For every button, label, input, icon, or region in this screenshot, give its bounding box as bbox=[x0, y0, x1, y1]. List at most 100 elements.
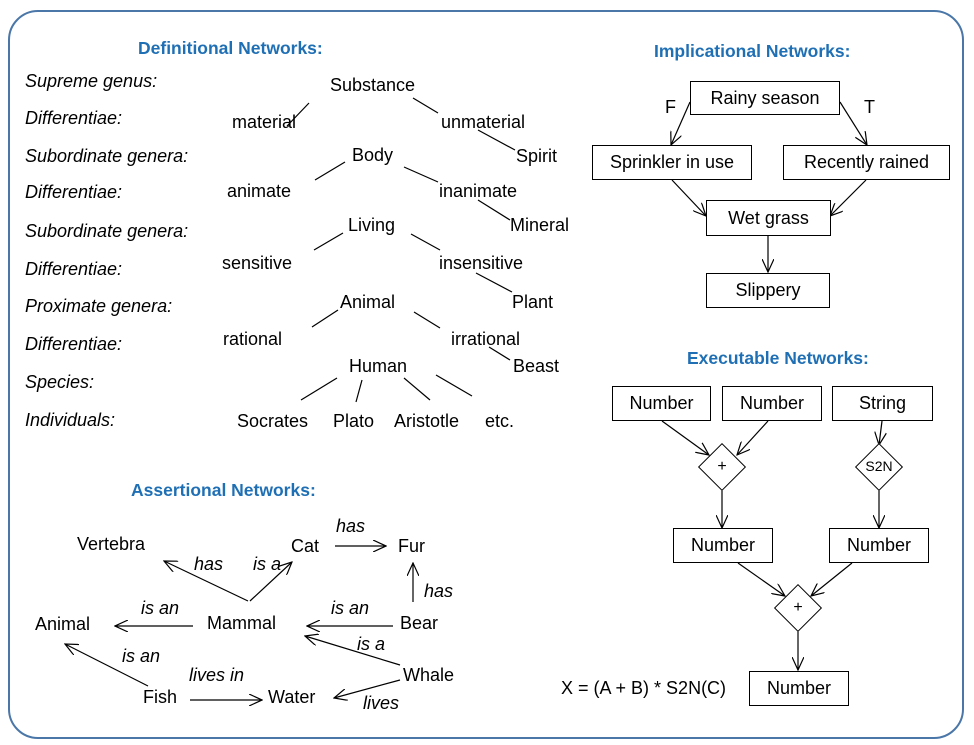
node-vertebra: Vertebra bbox=[77, 534, 146, 554]
edge-number4-plus2 bbox=[811, 562, 853, 596]
node-irrational: irrational bbox=[451, 329, 521, 349]
level-label: Subordinate genera: bbox=[25, 146, 189, 166]
node-unmaterial: unmaterial bbox=[441, 112, 526, 132]
node-living: Living bbox=[348, 215, 396, 235]
box-number-b: Number bbox=[722, 386, 822, 421]
edge-whale-water bbox=[334, 679, 401, 698]
definitional-heading: Definitional Networks: bbox=[138, 38, 323, 58]
edge-label: lives in bbox=[189, 665, 245, 685]
s2n-operator-label: S2N bbox=[865, 458, 893, 474]
box-string-c: String bbox=[832, 386, 933, 421]
plus-operator-label: + bbox=[717, 458, 727, 475]
level-label: Subordinate genera: bbox=[25, 221, 189, 241]
edge-substance-unmaterial bbox=[412, 97, 439, 114]
edge-label: has bbox=[336, 516, 366, 536]
edge-sprinkler-wet bbox=[671, 179, 706, 216]
edge-animal-rational bbox=[311, 309, 339, 328]
box-number-sum: Number bbox=[673, 528, 773, 563]
node-cat: Cat bbox=[291, 536, 320, 556]
edge-unmaterial-spirit bbox=[477, 129, 516, 151]
node-bear: Bear bbox=[400, 613, 439, 633]
box-number-converted: Number bbox=[829, 528, 929, 563]
box-wet-grass: Wet grass bbox=[706, 200, 831, 236]
node-sensitive: sensitive bbox=[222, 253, 293, 273]
edge-insensitive-plant bbox=[475, 272, 513, 293]
edge-label: is a bbox=[357, 634, 386, 654]
edge-whale-mammal bbox=[305, 636, 401, 666]
edge-living-sensitive bbox=[313, 232, 344, 251]
edge-body-inanimate bbox=[403, 166, 439, 183]
edge-inanimate-mineral bbox=[477, 199, 511, 221]
edge-body-animate bbox=[314, 161, 346, 181]
node-body: Body bbox=[352, 145, 394, 165]
node-mineral: Mineral bbox=[510, 215, 570, 235]
edge-number2-plus bbox=[737, 420, 769, 455]
node-plato: Plato bbox=[333, 411, 375, 431]
edge-animal-irrational bbox=[413, 311, 441, 329]
edge-mammal-vertebra bbox=[164, 561, 249, 602]
node-aristotle: Aristotle bbox=[394, 411, 460, 431]
label-true: T bbox=[864, 97, 875, 117]
level-label: Differentiae: bbox=[25, 182, 123, 202]
edge-label: has bbox=[194, 554, 224, 574]
edge-rainy-sprinkler bbox=[671, 101, 691, 145]
edge-mammal-cat bbox=[249, 562, 292, 602]
node-insensitive: insensitive bbox=[439, 253, 524, 273]
edge-human-plato bbox=[355, 379, 363, 403]
edge-label: is a bbox=[253, 554, 282, 574]
node-substance: Substance bbox=[330, 75, 416, 95]
edge-human-aristotle bbox=[403, 377, 431, 401]
level-label: Supreme genus: bbox=[25, 71, 158, 91]
node-fur: Fur bbox=[398, 536, 425, 556]
formula: X = (A + B) * S2N(C) bbox=[561, 678, 727, 698]
level-label: Differentiae: bbox=[25, 259, 123, 279]
node-beast: Beast bbox=[513, 356, 560, 376]
node-human: Human bbox=[349, 356, 408, 376]
box-recently-rained: Recently rained bbox=[783, 145, 950, 180]
edge-human-etc bbox=[435, 374, 473, 397]
edge-label: is an bbox=[141, 598, 180, 618]
edge-living-insensitive bbox=[410, 233, 441, 251]
edge-rainy-recently bbox=[839, 101, 867, 145]
node-material: material bbox=[232, 112, 297, 132]
node-animal: Animal bbox=[35, 614, 91, 634]
box-number-a: Number bbox=[612, 386, 711, 421]
level-label: Proximate genera: bbox=[25, 296, 173, 316]
box-rainy-season: Rainy season bbox=[690, 81, 840, 115]
node-spirit: Spirit bbox=[516, 146, 558, 166]
multiply-operator-label: + bbox=[793, 599, 803, 616]
implicational-heading: Implicational Networks: bbox=[654, 41, 851, 61]
box-sprinkler: Sprinkler in use bbox=[592, 145, 752, 180]
box-number-result: Number bbox=[749, 671, 849, 706]
level-label: Individuals: bbox=[25, 410, 116, 430]
node-rational: rational bbox=[223, 329, 283, 349]
edge-irrational-beast bbox=[488, 346, 511, 361]
node-whale: Whale bbox=[403, 665, 455, 685]
edge-substance-material bbox=[286, 102, 310, 127]
node-animal: Animal bbox=[340, 292, 396, 312]
node-water: Water bbox=[268, 687, 316, 707]
edge-human-socrates bbox=[300, 377, 338, 401]
node-animate: animate bbox=[227, 181, 292, 201]
node-mammal: Mammal bbox=[207, 613, 277, 633]
level-label: Differentiae: bbox=[25, 334, 123, 354]
edge-string-s2n bbox=[879, 420, 882, 445]
box-slippery: Slippery bbox=[706, 273, 830, 308]
node-etc: etc. bbox=[485, 411, 515, 431]
executable-heading: Executable Networks: bbox=[687, 348, 869, 368]
assertional-heading: Assertional Networks: bbox=[131, 480, 316, 500]
node-socrates: Socrates bbox=[237, 411, 309, 431]
node-plant: Plant bbox=[512, 292, 554, 312]
level-label: Species: bbox=[25, 372, 95, 392]
edge-recently-wet bbox=[830, 179, 867, 216]
edge-label: is an bbox=[331, 598, 370, 618]
diagram-frame bbox=[8, 10, 964, 739]
level-label: Differentiae: bbox=[25, 108, 123, 128]
edge-label: lives bbox=[363, 693, 400, 713]
edge-label: is an bbox=[122, 646, 161, 666]
label-false: F bbox=[665, 97, 676, 117]
edge-fish-animal bbox=[65, 644, 149, 687]
node-inanimate: inanimate bbox=[439, 181, 518, 201]
edge-label: has bbox=[424, 581, 454, 601]
